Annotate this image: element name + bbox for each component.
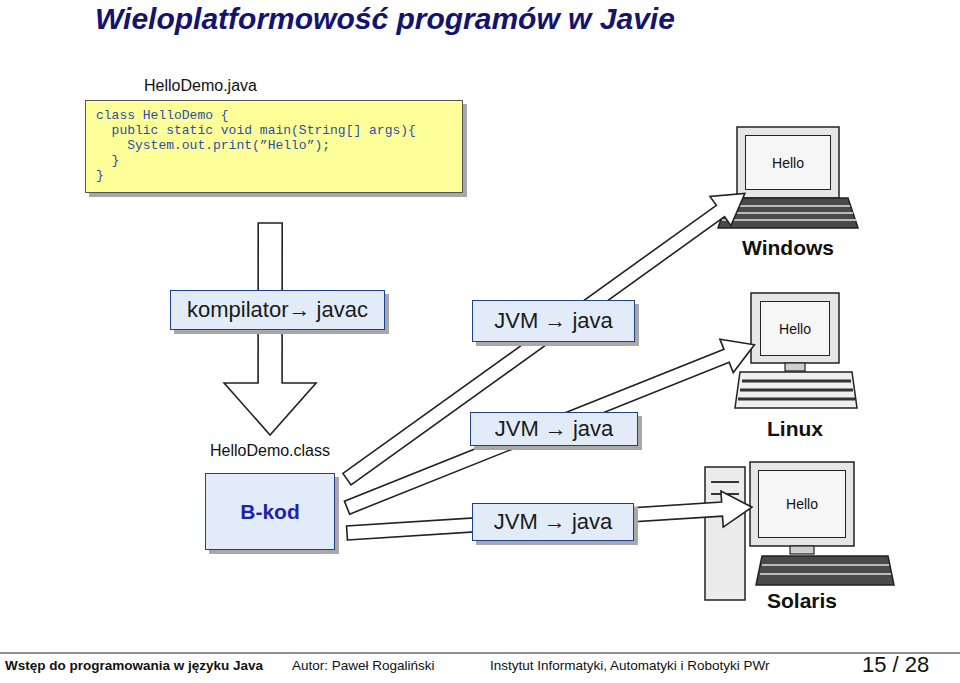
computer-screen: HelloWindows: [745, 135, 831, 190]
node-heading: Linux: [767, 417, 823, 441]
footer-institute: Instytut Informatyki, Automatyki i Robot…: [490, 658, 770, 673]
hollow-arrow: [347, 491, 752, 540]
node-text: B-kod: [240, 500, 300, 524]
footer-rule: [0, 653, 960, 654]
laptop-icon: [718, 127, 858, 228]
node-text: JVM → java: [494, 308, 613, 334]
node-text: Hello: [786, 496, 818, 512]
hollow-arrow: [343, 194, 745, 485]
hollow-arrow: [344, 339, 754, 514]
node-text: Hello: [772, 155, 804, 171]
computer-screen: HelloSolaris: [758, 470, 846, 538]
footer-course: Wstęp do programowania w języku Java: [5, 658, 263, 673]
bytecode-box: HelloDemo.classB-kod: [205, 473, 335, 550]
node-text: JVM → java: [495, 416, 614, 442]
jvm-box: JVM → java: [470, 412, 638, 446]
compiler-box: kompilator→ javac: [170, 290, 385, 330]
node-text: Hello: [779, 321, 811, 337]
jvm-box: JVM → java: [472, 300, 635, 342]
source-code-box: HelloDemo.javaclass HelloDemo { public s…: [85, 100, 463, 193]
node-text: class HelloDemo {: [96, 108, 229, 123]
node-text: System.out.print(”Hello”);: [96, 138, 330, 153]
node-heading: Windows: [742, 236, 834, 260]
page-number: 15 / 28: [862, 652, 929, 678]
jvm-box: JVM → java: [472, 503, 634, 541]
node-text: public static void main(String[] args){: [96, 123, 416, 138]
node-text: JVM → java: [494, 509, 613, 535]
computer-screen: HelloLinux: [760, 301, 830, 356]
node-heading: Solaris: [767, 589, 837, 613]
slide-title: Wieloplatformowość programów w Javie: [95, 2, 675, 36]
footer-author: Autor: Paweł Rogaliński: [292, 658, 435, 673]
node-heading: HelloDemo.class: [210, 442, 330, 460]
node-text: }: [96, 168, 104, 183]
workstation-icon: [705, 462, 894, 600]
desktop-icon: [735, 293, 857, 408]
node-heading: HelloDemo.java: [144, 77, 257, 95]
node-text: kompilator→ javac: [187, 297, 368, 323]
node-text: }: [96, 153, 119, 168]
